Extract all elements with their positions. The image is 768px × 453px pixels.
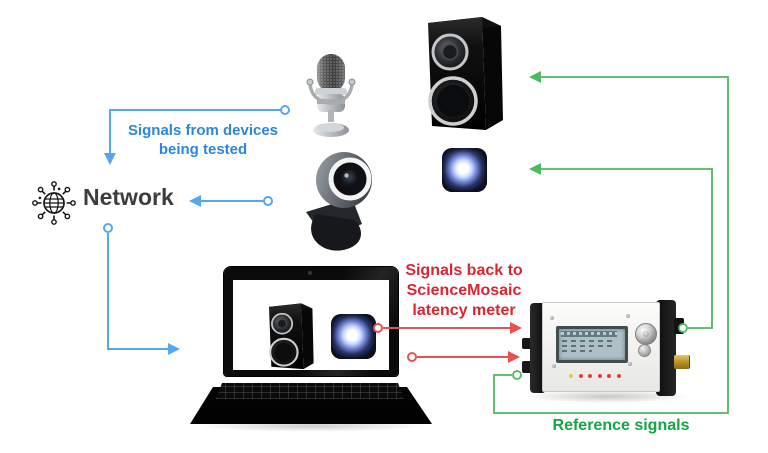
arrow-right-icon <box>508 351 520 363</box>
laptop-screen-speaker-icon <box>268 303 314 370</box>
wire-network-to-laptop <box>107 233 169 350</box>
laptop-screen-light-icon <box>331 314 376 359</box>
meter-knob-large <box>635 323 657 345</box>
speaker-icon <box>428 17 503 130</box>
wire-terminal-network <box>103 223 113 233</box>
arrow-left-icon <box>529 71 541 83</box>
label-reference-signals: Reference signals <box>552 417 690 434</box>
arrow-down-icon <box>104 153 116 165</box>
latency-meter <box>522 298 694 404</box>
meter-knob-small <box>638 344 651 357</box>
arrow-left-icon <box>529 163 541 175</box>
label-signals-back-line2: ScienceMosaic <box>406 282 522 299</box>
label-signals-from-line1: Signals from devices <box>127 122 279 139</box>
label-signals-from-line2: being tested <box>158 141 248 158</box>
label-signals-back: Signals back to ScienceMosaic latency me… <box>398 261 530 321</box>
meter-lcd-row <box>562 345 616 347</box>
screw-icon <box>628 362 632 366</box>
arrow-left-icon <box>189 195 201 207</box>
meter-lcd <box>556 326 628 363</box>
screw-icon <box>550 316 554 320</box>
meter-lcd-row <box>562 350 592 352</box>
microphone-icon <box>306 54 356 137</box>
label-signals-back-line3: latency meter <box>412 302 516 319</box>
network-label: Network <box>83 184 174 210</box>
wire-terminal-meter-bottom <box>512 370 522 380</box>
label-signals-from: Signals from devices being tested <box>118 121 288 159</box>
meter-led-red <box>598 374 602 378</box>
wire-terminal-mic <box>280 105 290 115</box>
meter-lcd-row <box>562 340 616 342</box>
meter-output-connector <box>674 318 684 334</box>
arrow-right-icon <box>168 343 180 355</box>
wire-terminal-webcam <box>263 196 273 206</box>
light-device-icon <box>442 148 487 192</box>
meter-led-red <box>588 374 592 378</box>
screw-icon <box>626 314 630 318</box>
label-signals-back-line1: Signals back to <box>405 262 523 279</box>
meter-led-red <box>617 374 621 378</box>
meter-lcd-header-row <box>561 331 617 337</box>
meter-led-red <box>607 374 611 378</box>
laptop <box>188 266 434 434</box>
meter-sma-connector <box>674 355 689 369</box>
laptop-webcam-dot-icon <box>308 271 312 275</box>
screw-icon <box>552 364 556 368</box>
webcam-icon <box>306 152 372 251</box>
network-icon <box>32 181 76 225</box>
laptop-keyboard <box>216 383 404 399</box>
laptop-screen <box>224 267 398 376</box>
laptop-display-area <box>233 280 389 370</box>
meter-led-yellow <box>569 374 573 378</box>
arrow-right-icon <box>510 322 522 334</box>
meter-led-red <box>579 374 583 378</box>
